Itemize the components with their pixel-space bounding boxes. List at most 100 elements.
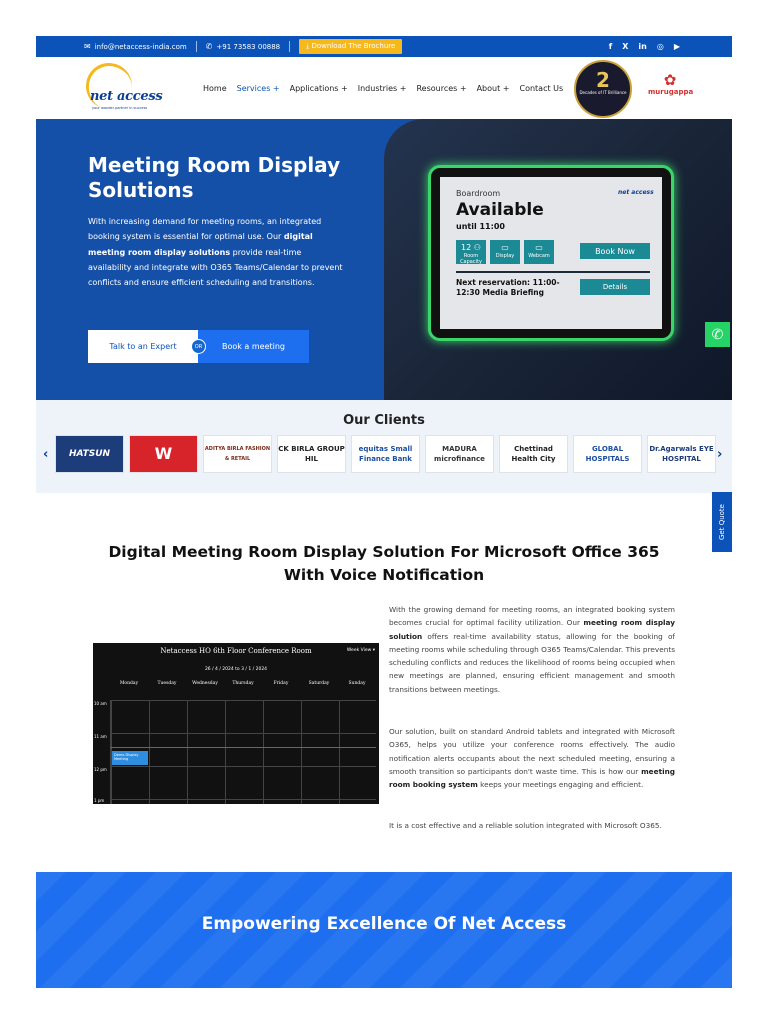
carousel-prev-icon[interactable]: ‹ xyxy=(43,447,49,462)
current-time-line xyxy=(110,747,376,748)
nav-resources[interactable]: Resources + xyxy=(416,83,467,93)
net-access-logo[interactable]: net access your wonder partner in succes… xyxy=(82,59,166,113)
mail-icon: ✉ xyxy=(84,42,91,51)
phone-link[interactable]: +91 73583 00888 xyxy=(216,42,281,51)
day-label: Saturday xyxy=(308,681,330,686)
para1-bold: meeting room display solution xyxy=(389,618,675,641)
client-logo-hil: CK BIRLA GROUP HIL xyxy=(277,435,346,473)
calendar-days: Monday Tuesday Wednesday Thursday Friday… xyxy=(110,681,376,686)
logo-arc xyxy=(82,59,136,113)
divider xyxy=(289,41,291,52)
clients-section: Our Clients ‹ HATSUN W ADITYA BIRLA FASH… xyxy=(36,400,732,493)
linkedin-icon[interactable]: in xyxy=(638,42,647,51)
room-status: Available xyxy=(456,200,544,220)
nav-home[interactable]: Home xyxy=(203,83,227,93)
client-logo-global: GLOBAL HOSPITALS xyxy=(573,435,642,473)
content-paragraph-1: With the growing demand for meeting room… xyxy=(389,603,675,696)
day-label: Monday xyxy=(119,681,139,686)
social-links: f X in ◎ ▶ xyxy=(609,36,680,57)
nav-about[interactable]: About + xyxy=(476,83,510,93)
client-logo-madura: MADURA microfinance xyxy=(425,435,494,473)
tablet-divider xyxy=(456,271,650,273)
hero-description: With increasing demand for meeting rooms… xyxy=(88,214,346,290)
facebook-icon[interactable]: f xyxy=(608,42,613,51)
day-label: Tuesday xyxy=(157,681,177,686)
calendar-grid xyxy=(110,700,376,804)
hour-label: 12 pm xyxy=(94,767,107,772)
logo-tagline: your wonder partner in success xyxy=(92,106,148,110)
client-logo-aditya-birla: ADITYA BIRLA FASHION & RETAIL xyxy=(203,435,272,473)
para1-text-2: offers real-time availability status, al… xyxy=(389,631,675,694)
youtube-icon[interactable]: ▶ xyxy=(673,42,680,51)
murugappa-logo: ✿ murugappa xyxy=(648,71,694,97)
talk-to-expert-button[interactable]: Talk to an Expert xyxy=(88,330,198,363)
day-label: Sunday xyxy=(348,681,366,686)
para2-text-2: keeps your meetings engaging and efficie… xyxy=(477,780,644,790)
download-brochure-button[interactable]: ⤓ Download The Brochure xyxy=(299,39,403,54)
calendar-title: Netaccess HO 6th Floor Conference Room xyxy=(160,647,312,655)
hero-text-bold: digital meeting room display solutions xyxy=(88,232,313,257)
capacity-tile: 12 ⚇Room Capacity xyxy=(456,240,486,265)
details-button[interactable]: Details xyxy=(580,279,650,295)
capacity-label: Room Capacity xyxy=(460,253,482,265)
hour-label: 1 pm xyxy=(94,798,105,803)
webcam-icon: ▭ xyxy=(535,243,543,252)
hero-text-1: With increasing demand for meeting rooms… xyxy=(88,217,322,242)
excellence-band: Empowering Excellence Of Net Access xyxy=(36,872,732,988)
client-logo-chettinad: Chettinad Health City xyxy=(499,435,568,473)
content-paragraph-2: Our solution, built on standard Android … xyxy=(389,725,675,791)
book-now-button[interactable]: Book Now xyxy=(580,243,650,259)
brochure-label: Download The Brochure xyxy=(311,42,396,50)
tablet-display: Boardroom net access Available until 11:… xyxy=(428,165,674,341)
tablet-logo: net access xyxy=(618,189,654,196)
band-title: Empowering Excellence Of Net Access xyxy=(201,914,567,934)
x-icon[interactable]: X xyxy=(622,42,629,51)
day-label: Thursday xyxy=(232,681,254,686)
calendar-view-select: Week View ▾ xyxy=(346,648,375,653)
badge-text: Decades of IT Brilliance xyxy=(579,90,627,95)
para2-text: Our solution, built on standard Android … xyxy=(389,727,675,776)
or-badge: OR xyxy=(191,339,206,354)
hero-text-2: provide real-time availability and integ… xyxy=(88,247,343,288)
nav-industries[interactable]: Industries + xyxy=(357,83,407,93)
divider xyxy=(195,41,197,52)
next-reservation: Next reservation: 11:00-12:30 Media Brie… xyxy=(456,278,560,297)
phone-icon: ✆ xyxy=(205,42,213,51)
clients-title: Our Clients xyxy=(343,413,425,428)
murugappa-flower-icon: ✿ xyxy=(663,71,677,89)
para1-text: With the growing demand for meeting room… xyxy=(389,605,675,628)
room-name: Boardroom xyxy=(456,189,501,198)
get-quote-button[interactable]: Get Quote xyxy=(712,492,732,552)
display-tile: ▭Display xyxy=(490,240,520,264)
client-logo-dr-agarwals: Dr.Agarwals EYE HOSPITAL xyxy=(647,435,716,473)
para2-bold: meeting room booking system xyxy=(389,766,675,790)
top-bar: ✉ info@netaccess-india.com ✆ +91 73583 0… xyxy=(36,36,732,57)
tablet-screen: Boardroom net access Available until 11:… xyxy=(440,177,662,329)
calendar-screenshot: Netaccess HO 6th Floor Conference Room W… xyxy=(93,643,379,804)
nav-contact[interactable]: Contact Us xyxy=(519,83,564,93)
webcam-label: Webcam xyxy=(528,253,550,259)
whatsapp-icon[interactable]: ✆ xyxy=(705,322,730,347)
instagram-icon[interactable]: ◎ xyxy=(656,42,664,51)
two-decades-badge: 2 Decades of IT Brilliance xyxy=(574,60,632,118)
hour-label: 11 am xyxy=(94,734,107,739)
main-nav: net access your wonder partner in succes… xyxy=(36,57,732,119)
display-label: Display xyxy=(495,253,515,259)
murugappa-label: murugappa xyxy=(648,88,694,96)
day-label: Friday xyxy=(273,681,289,686)
client-logo-equitas: equitas Small Finance Bank xyxy=(351,435,420,473)
nav-applications[interactable]: Applications + xyxy=(289,83,348,93)
email-link[interactable]: info@netaccess-india.com xyxy=(94,42,187,51)
carousel-next-icon[interactable]: › xyxy=(717,447,723,462)
nav-services[interactable]: Services + xyxy=(236,83,280,93)
client-logo-w: W xyxy=(129,435,198,473)
badge-number: 2 xyxy=(596,68,610,92)
calendar-event: Demo Display Meeting xyxy=(112,751,148,765)
hero-section: Meeting Room Display Solutions With incr… xyxy=(36,119,732,400)
logo-word: net access xyxy=(90,89,163,104)
book-meeting-button[interactable]: Book a meeting xyxy=(198,330,309,363)
webcam-tile: ▭Webcam xyxy=(524,240,554,264)
nav-menu: Home Services + Applications + Industrie… xyxy=(203,57,573,119)
hour-label: 10 am xyxy=(94,701,107,706)
calendar-range: 26 / 4 / 2024 to 3 / 1 / 2024 xyxy=(204,667,268,672)
